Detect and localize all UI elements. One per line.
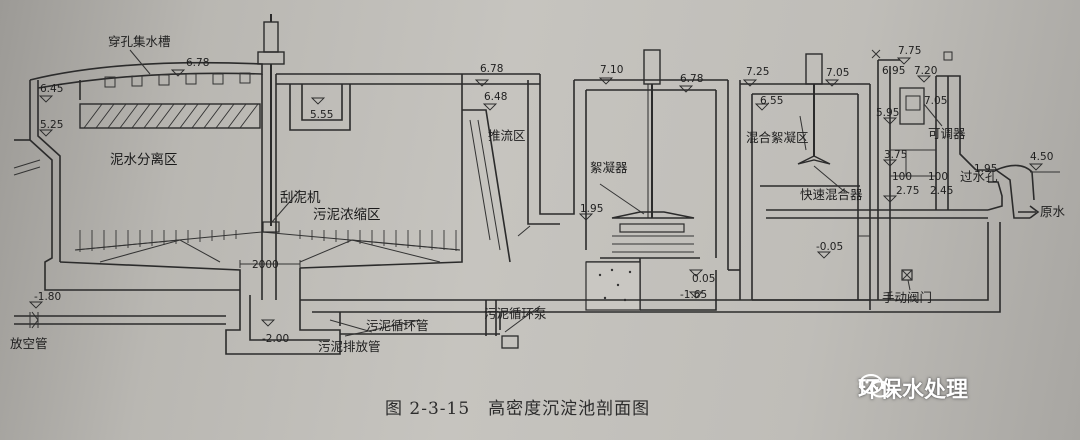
push-flow-zone (462, 74, 575, 263)
elev-705a: 7.05 (826, 67, 849, 79)
wechat-icon (859, 374, 890, 398)
elev-m200: -2.00 (262, 333, 289, 345)
elev-m005: -0.05 (816, 241, 843, 253)
watermark: 环保水处理 (858, 372, 968, 404)
elev-m165: -1.65 (680, 289, 707, 301)
elev-655: 6.55 (760, 95, 783, 107)
elev-775: 7.75 (898, 45, 921, 57)
elev-450: 4.50 (1030, 151, 1053, 163)
elev-720: 7.20 (914, 65, 937, 77)
elev-m180: -1.80 (34, 291, 61, 303)
elev-195b: 1.95 (974, 163, 997, 175)
elev-195a: 1.95 (580, 203, 603, 215)
elev-678a: 6.78 (186, 57, 209, 69)
inlet-structure (871, 49, 1060, 300)
label-manual-valve: 手动阀门 (882, 290, 932, 305)
elev-710: 7.10 (600, 64, 623, 76)
dim-2000: 2000 (252, 259, 279, 271)
label-push-flow-zone: 推流区 (488, 128, 526, 143)
label-perforated-trough: 穿孔集水槽 (108, 34, 171, 49)
effluent-channel (276, 73, 540, 131)
elev-245: 2.45 (930, 185, 953, 197)
elev-595: 5.95 (876, 107, 899, 119)
dim-100b: 100 (928, 171, 948, 183)
label-raw-water: 原水 (1040, 204, 1066, 219)
label-sludge-recirc-pump: 污泥循环泵 (484, 306, 547, 321)
figure-number: 图 2-3-15 (385, 399, 471, 419)
elev-555: 5.55 (310, 109, 333, 121)
label-thickening-zone: 污泥浓缩区 (313, 207, 381, 223)
elev-678b: 6.78 (480, 63, 503, 75)
elev-525: 5.25 (40, 119, 63, 131)
dim-100a: 100 (892, 171, 912, 183)
label-sludge-recirc-pipe: 污泥循环管 (366, 318, 429, 333)
elev-678c: 6.78 (680, 73, 703, 85)
elev-375: 3.75 (884, 149, 907, 161)
elev-705b: 7.05 (924, 95, 947, 107)
mixing-zone (728, 53, 988, 310)
label-sludge-discharge-pipe: 污泥排放管 (318, 339, 381, 354)
figure-title: 高密度沉淀池剖面图 (488, 399, 651, 419)
figure-caption: 图 2-3-15 高密度沉淀池剖面图 (385, 394, 668, 419)
label-adjustable-weir: 可调器 (928, 126, 966, 141)
leader-lines (129, 49, 943, 337)
elev-725: 7.25 (746, 66, 769, 78)
label-mixing-flocc-zone: 混合絮凝区 (746, 130, 809, 145)
elev-645: 6.45 (40, 83, 63, 95)
label-flocculator: 絮凝器 (590, 160, 628, 175)
water-level-marks (28, 57, 1044, 327)
label-separation-zone: 泥水分离区 (110, 151, 178, 168)
elev-005: 0.05 (692, 273, 715, 285)
perforated-trough (104, 72, 251, 88)
label-orifice: 过水孔 (960, 169, 998, 184)
scraper-drive (257, 14, 285, 233)
clarifier-tank (13, 14, 463, 355)
label-rapid-mixer: 快速混合器 (800, 187, 863, 202)
elev-648: 6.48 (484, 91, 507, 103)
flocculation-tank (574, 49, 729, 311)
elev-275: 2.75 (896, 185, 919, 197)
bottom-piping (14, 222, 1001, 349)
lamella-band (79, 103, 261, 129)
elev-695: 6.95 (882, 65, 905, 77)
label-drain-pipe: 放空管 (10, 336, 48, 351)
label-scraper: 刮泥机 (280, 190, 321, 206)
